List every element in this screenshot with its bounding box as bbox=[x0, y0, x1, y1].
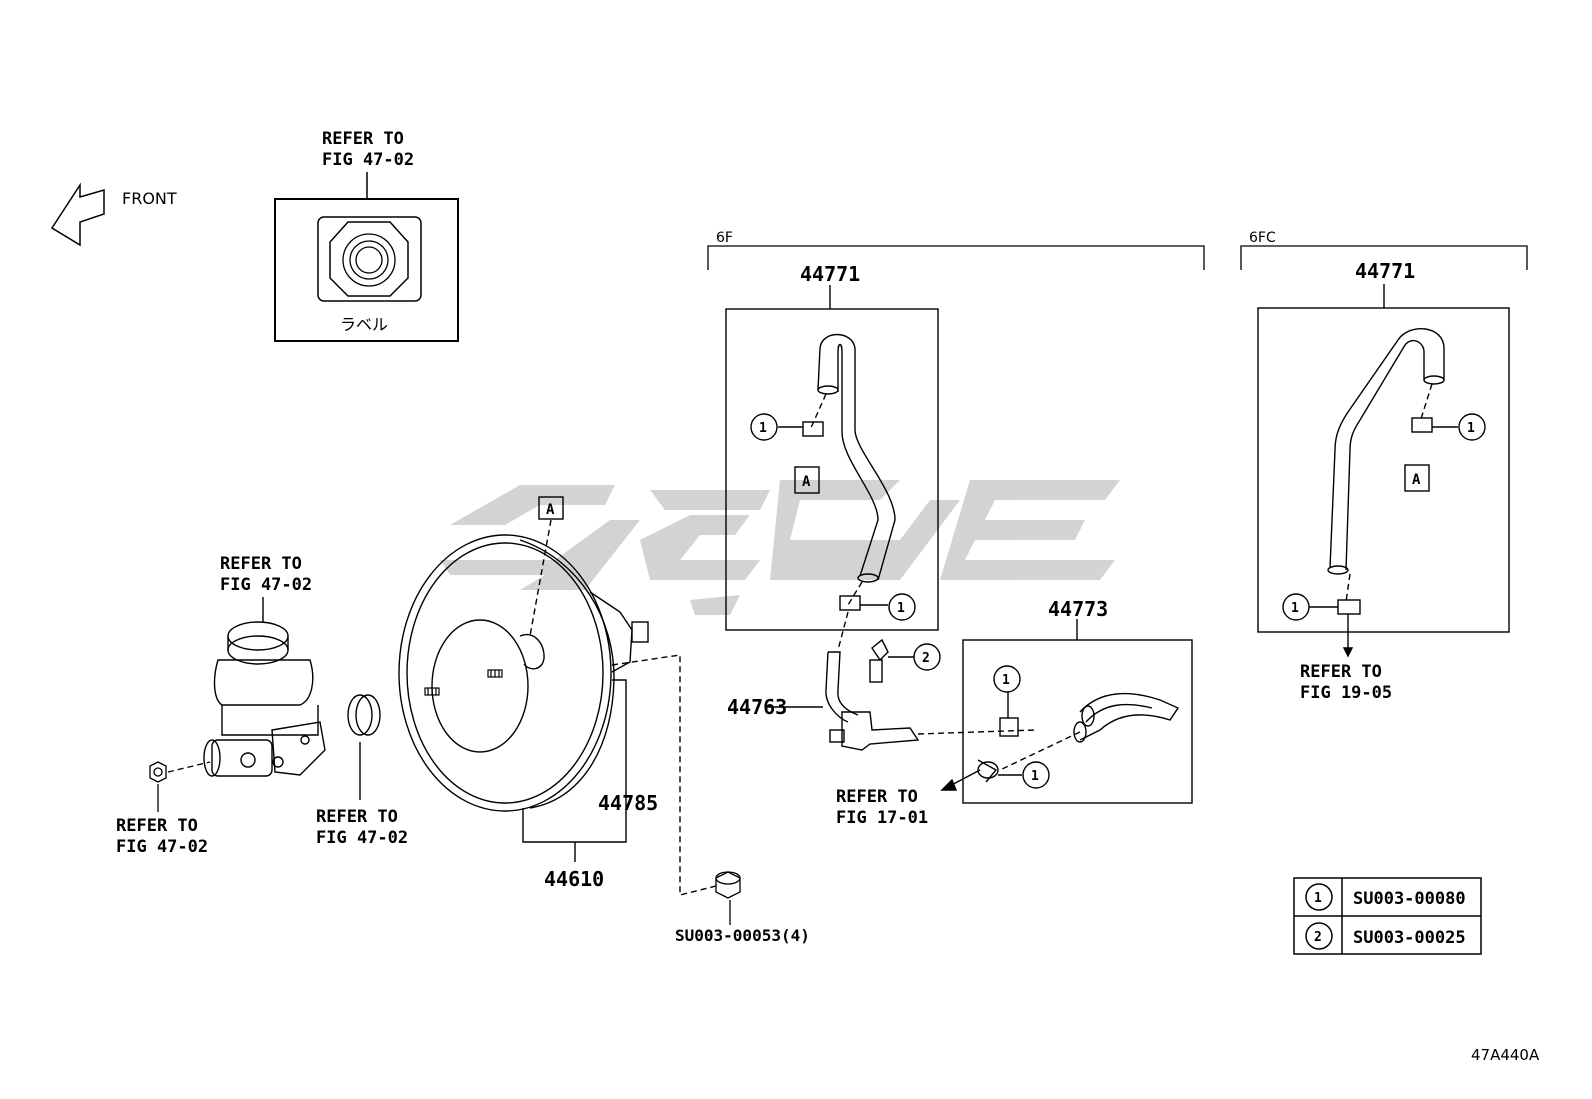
variant-6fc-bracket bbox=[1240, 245, 1528, 270]
brake-booster bbox=[398, 496, 721, 896]
seal-ring bbox=[347, 694, 381, 800]
diagram-code: 47A440A bbox=[1471, 1046, 1540, 1064]
part-44771-6f: 44771 bbox=[800, 262, 860, 286]
hose-44771-6fc bbox=[1257, 284, 1510, 658]
hose-44771-6f bbox=[725, 285, 939, 631]
part-su003-00053: SU003-00053(4) bbox=[675, 926, 810, 945]
part-44773: 44773 bbox=[1048, 597, 1108, 621]
legend-table bbox=[1293, 877, 1482, 955]
legend-part: SU003-00025 bbox=[1353, 928, 1466, 948]
fc-refer-line2: FIG 19-05 bbox=[1300, 683, 1392, 703]
callout-1: 1 bbox=[759, 421, 767, 436]
variant-6f: 6F bbox=[716, 230, 733, 246]
valve-refer-line1: REFER TO bbox=[836, 787, 918, 807]
part-44610: 44610 bbox=[544, 867, 604, 891]
part-44785: 44785 bbox=[598, 791, 658, 815]
legend-num: 1 bbox=[1314, 891, 1322, 906]
seal-refer-line2: FIG 47-02 bbox=[316, 828, 408, 848]
watermark bbox=[440, 480, 1120, 615]
valve-refer-line2: FIG 17-01 bbox=[836, 808, 928, 828]
ref-marker-a: A bbox=[546, 502, 555, 518]
vacuum-pipe-44763 bbox=[768, 611, 1036, 751]
fc-refer-line1: REFER TO bbox=[1300, 662, 1382, 682]
reservoir-refer-line2: FIG 47-02 bbox=[220, 575, 312, 595]
part-44763: 44763 bbox=[727, 695, 787, 719]
callout-2: 2 bbox=[922, 651, 930, 666]
nut-refer-line2: FIG 47-02 bbox=[116, 837, 208, 857]
variant-6f-bracket bbox=[707, 245, 1205, 270]
label-box-refer-line1: REFER TO bbox=[322, 129, 404, 149]
front-label: FRONT bbox=[122, 189, 177, 208]
callout-1: 1 bbox=[897, 601, 905, 616]
label-box-refer-line2: FIG 47-02 bbox=[322, 150, 414, 170]
callout-1: 1 bbox=[1291, 601, 1299, 616]
master-cylinder: REFER TO FIG 47-02 bbox=[203, 554, 326, 777]
label-box: REFER TO FIG 47-02 ラベル bbox=[274, 129, 459, 342]
booster-nut bbox=[715, 871, 741, 925]
part-44771-6fc: 44771 bbox=[1355, 259, 1415, 283]
mc-nut bbox=[149, 761, 211, 812]
ref-marker-a: A bbox=[1412, 472, 1421, 488]
callout-1: 1 bbox=[1031, 769, 1039, 784]
callout-1: 1 bbox=[1467, 421, 1475, 436]
hose-44773 bbox=[940, 619, 1193, 804]
front-arrow-icon bbox=[50, 182, 105, 247]
callout-1: 1 bbox=[1002, 673, 1010, 688]
legend-num: 2 bbox=[1314, 930, 1322, 945]
legend-part: SU003-00080 bbox=[1353, 889, 1466, 909]
seal-refer-line1: REFER TO bbox=[316, 807, 398, 827]
ref-marker-a: A bbox=[802, 474, 811, 490]
label-text: ラベル bbox=[340, 315, 388, 334]
reservoir-refer-line1: REFER TO bbox=[220, 554, 302, 574]
variant-6fc: 6FC bbox=[1249, 230, 1276, 246]
nut-refer-line1: REFER TO bbox=[116, 816, 198, 836]
